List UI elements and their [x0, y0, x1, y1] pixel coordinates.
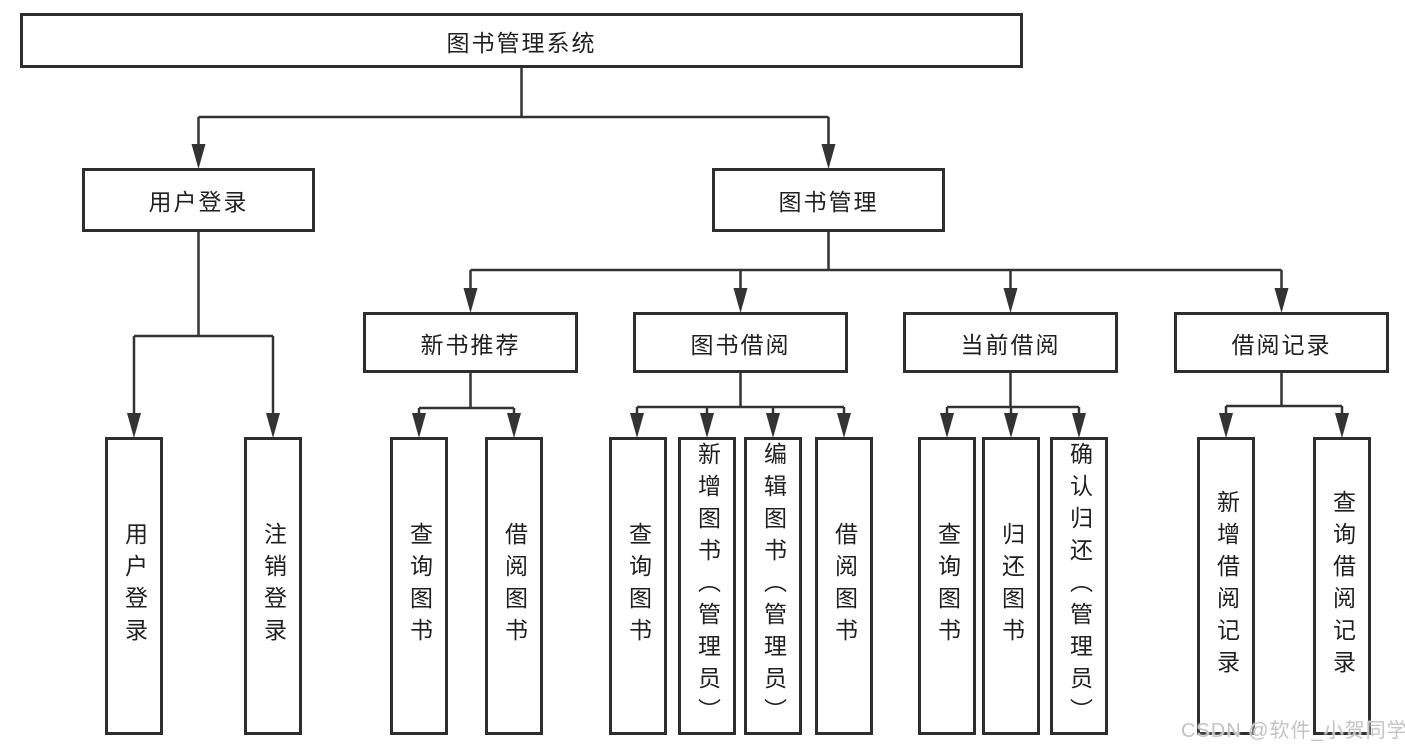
leaf-borrow-books-recommend: 借阅图书 [485, 437, 543, 735]
node-book-management-label: 图书管理 [778, 189, 879, 215]
arrowheads [127, 144, 1349, 438]
leaf-query-borrow-record-label: 查询借阅记录 [1329, 490, 1356, 682]
connector-userlogin-to-leaves [132, 232, 275, 419]
arrow-icon [837, 413, 851, 438]
arrow-icon [630, 413, 644, 438]
leaf-add-borrow-record: 新增借阅记录 [1197, 437, 1255, 735]
arrow-icon [821, 144, 836, 169]
leaf-logout: 注销登录 [244, 437, 302, 735]
leaf-add-books-admin: 新增图书（管理员） [678, 437, 736, 735]
leaf-edit-books-admin-label: 编辑图书（管理员） [760, 442, 787, 730]
arrow-icon [700, 413, 714, 438]
arrow-icon [940, 413, 954, 438]
node-user-login-label: 用户登录 [148, 189, 249, 215]
leaf-confirm-return-admin: 确认归还（管理员） [1050, 437, 1108, 735]
node-borrowing-records: 借阅记录 [1174, 312, 1389, 373]
leaf-query-books-recommend-label: 查询图书 [406, 522, 433, 650]
arrow-icon [1003, 288, 1018, 313]
leaf-return-books-label: 归还图书 [998, 522, 1025, 650]
leaf-borrow-books-borrow-label: 借阅图书 [831, 522, 858, 650]
connector-current-to-leaves [945, 373, 1081, 419]
leaf-return-books: 归还图书 [982, 437, 1040, 735]
leaf-confirm-return-admin-label: 确认归还（管理员） [1066, 442, 1093, 730]
node-new-book-recommend-label: 新书推荐 [420, 331, 521, 358]
arrow-icon [127, 413, 141, 438]
node-user-login: 用户登录 [82, 168, 315, 232]
leaf-user-login: 用户登录 [105, 437, 163, 735]
leaf-edit-books-admin: 编辑图书（管理员） [744, 437, 802, 735]
leaf-add-borrow-record-label: 新增借阅记录 [1213, 490, 1240, 682]
node-book-borrowing-label: 图书借阅 [690, 331, 791, 358]
connector-recommend-to-leaves [417, 373, 516, 419]
leaf-query-books-current-label: 查询图书 [934, 522, 961, 650]
leaf-logout-label: 注销登录 [260, 522, 287, 650]
arrow-icon [733, 288, 748, 313]
node-root-label: 图书管理系统 [446, 29, 597, 56]
leaf-query-books-recommend: 查询图书 [390, 437, 448, 735]
arrow-icon [1335, 413, 1349, 438]
arrow-icon [412, 413, 426, 438]
node-borrowing-records-label: 借阅记录 [1231, 331, 1332, 358]
connector-bookmgmt-to-level3 [469, 232, 1283, 294]
node-current-borrowing: 当前借阅 [903, 312, 1118, 373]
arrow-icon [1274, 288, 1289, 313]
connector-borrowing-to-leaves [635, 373, 846, 419]
arrow-icon [1004, 413, 1018, 438]
leaf-query-books-borrow-label: 查询图书 [625, 522, 652, 650]
arrow-icon [507, 413, 521, 438]
node-current-borrowing-label: 当前借阅 [960, 331, 1061, 358]
leaf-borrow-books-borrow: 借阅图书 [815, 437, 873, 735]
arrow-icon [463, 288, 478, 313]
csdn-watermark: CSDN @软件_小贺同学 [1181, 720, 1405, 742]
leaf-borrow-books-recommend-label: 借阅图书 [501, 522, 528, 650]
leaf-add-books-admin-label: 新增图书（管理员） [694, 442, 721, 730]
node-root: 图书管理系统 [20, 13, 1023, 68]
connector-records-to-leaves [1224, 373, 1344, 419]
arrow-icon [191, 144, 206, 169]
leaf-query-books-current: 查询图书 [918, 437, 976, 735]
arrow-icon [266, 413, 280, 438]
leaf-user-login-label: 用户登录 [121, 522, 148, 650]
arrow-icon [1072, 413, 1086, 438]
leaf-query-books-borrow: 查询图书 [609, 437, 667, 735]
arrow-icon [1219, 413, 1233, 438]
node-book-management: 图书管理 [712, 168, 945, 232]
node-new-book-recommend: 新书推荐 [363, 312, 578, 373]
connector-root-to-level2 [197, 68, 830, 150]
node-book-borrowing: 图书借阅 [633, 312, 848, 373]
leaf-query-borrow-record: 查询借阅记录 [1313, 437, 1371, 735]
arrow-icon [766, 413, 780, 438]
